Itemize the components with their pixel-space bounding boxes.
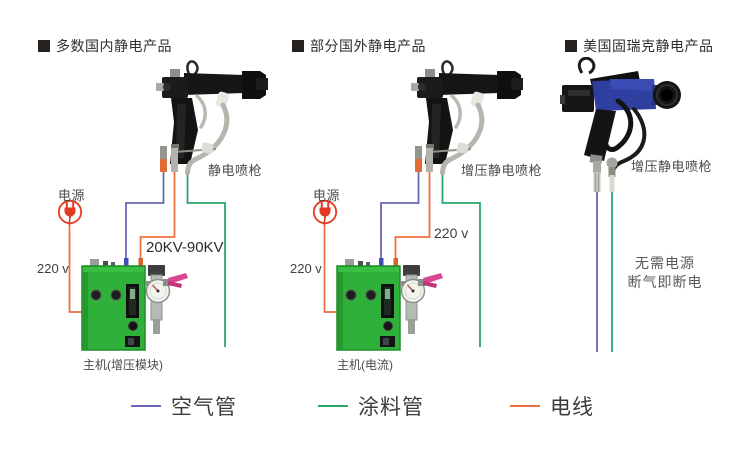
square-bullet-icon: [38, 40, 50, 52]
wire-plug-line-2: [323, 224, 340, 313]
graco-note-line2: 断气即断电: [627, 274, 703, 290]
paint-pipe-line-1: [186, 172, 226, 347]
legend-label: 涂料管: [358, 396, 424, 419]
power-label-1: 电源: [58, 188, 86, 203]
gun-voltage-2: 220 v: [434, 225, 469, 241]
legend-label: 电线: [550, 396, 594, 419]
gun-label-3: 增压静电喷枪: [631, 159, 713, 174]
connection-lines: [68, 171, 613, 352]
wire-swatch: [510, 404, 540, 408]
power-label-2: 电源: [313, 188, 341, 203]
legend-item-wire: 电线: [510, 391, 594, 421]
wire-plug-line-1: [68, 224, 85, 313]
air-pipe-line-1: [125, 171, 165, 265]
output-range-label: 20KV-90KV: [146, 239, 224, 256]
legend-item-air-pipe: 空气管: [131, 391, 237, 421]
section-heading-text: 部分国外静电产品: [310, 38, 426, 54]
square-bullet-icon: [565, 40, 577, 52]
paint-pipe-swatch: [318, 404, 348, 408]
section-heading-foreign: 部分国外静电产品: [292, 36, 426, 56]
legend-label: 空气管: [171, 396, 237, 419]
machine-label-1: 主机(增压模块): [83, 358, 163, 372]
graco-note-line1: 无需电源: [635, 255, 695, 271]
square-bullet-icon: [292, 40, 304, 52]
air-pipe-swatch: [131, 404, 161, 408]
section-heading-text: 美国固瑞克静电产品: [583, 38, 714, 54]
section-heading-text: 多数国内静电产品: [56, 38, 172, 54]
wire-gun-line-1: [139, 171, 176, 264]
paint-pipe-line-2: [441, 172, 481, 347]
mains-voltage-1: 220 v: [37, 261, 69, 276]
air-pipe-line-2: [380, 171, 420, 265]
gun-label-1: 静电喷枪: [208, 163, 263, 178]
mains-voltage-2: 220 v: [290, 261, 322, 276]
machine-label-2: 主机(电流): [337, 358, 393, 372]
wire-gun-line-2: [394, 171, 431, 264]
graco-note: 无需电源 断气即断电: [590, 254, 740, 292]
section-heading-domestic: 多数国内静电产品: [38, 36, 172, 56]
gun-label-2: 增压静电喷枪: [461, 163, 543, 178]
legend-item-paint-pipe: 涂料管: [318, 391, 424, 421]
section-heading-graco: 美国固瑞克静电产品: [565, 36, 714, 56]
